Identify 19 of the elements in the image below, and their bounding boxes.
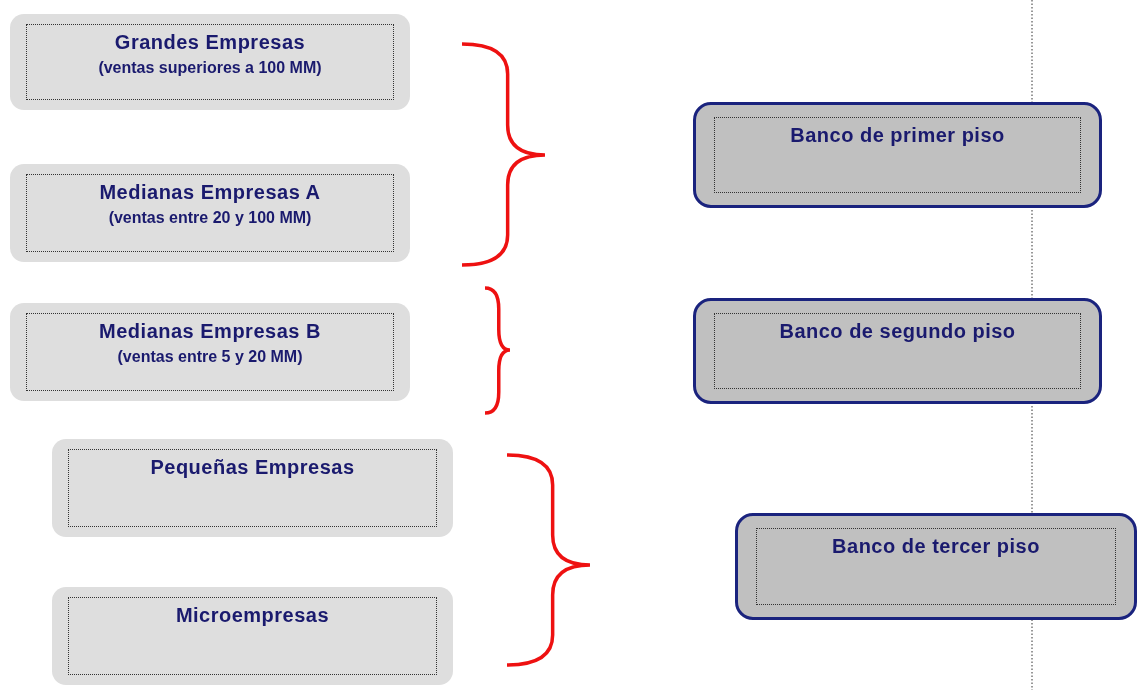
box-title: Banco de primer piso bbox=[790, 123, 1005, 148]
box-subtitle: (ventas superiores a 100 MM) bbox=[98, 58, 322, 78]
box-subtitle: (ventas entre 5 y 20 MM) bbox=[117, 347, 303, 367]
box-subtitle: (ventas entre 20 y 100 MM) bbox=[108, 208, 312, 228]
box-title: Banco de tercer piso bbox=[832, 534, 1040, 559]
rounded-box bbox=[735, 513, 1137, 620]
box-title: Pequeñas Empresas bbox=[150, 455, 355, 480]
rounded-box bbox=[10, 14, 410, 110]
box-title: Medianas Empresas B bbox=[99, 319, 321, 344]
rounded-box bbox=[693, 298, 1102, 404]
box-title: Grandes Empresas bbox=[114, 30, 306, 55]
box-title: Banco de segundo piso bbox=[779, 319, 1016, 344]
rounded-box bbox=[10, 164, 410, 262]
box-title: Medianas Empresas A bbox=[99, 180, 321, 205]
rounded-box bbox=[10, 303, 410, 401]
box-title: Microempresas bbox=[175, 603, 330, 628]
rounded-box bbox=[693, 102, 1102, 208]
rounded-box bbox=[52, 439, 453, 537]
rounded-box bbox=[52, 587, 453, 685]
